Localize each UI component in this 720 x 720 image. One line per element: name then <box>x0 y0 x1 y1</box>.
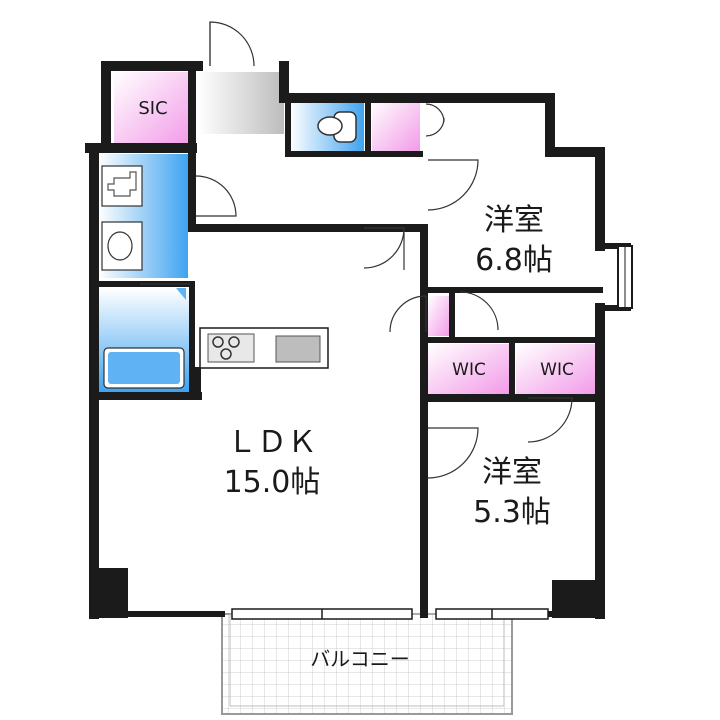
balcony-windows <box>231 608 549 620</box>
ldk-name: ＬＤＫ <box>227 425 317 460</box>
western-1-name: 洋室 <box>484 203 544 238</box>
column-se <box>552 580 604 618</box>
sic-closet <box>114 72 192 144</box>
window-east <box>617 245 633 309</box>
wic-2-label: WIC <box>540 360 574 380</box>
entrance-floor <box>198 72 284 134</box>
linen-closet <box>372 100 420 152</box>
washbasin-icon <box>101 221 143 271</box>
wic-1-closet <box>428 344 510 394</box>
western-2-name: 洋室 <box>482 455 542 490</box>
bathtub-icon <box>103 347 185 389</box>
doors <box>140 21 573 479</box>
sic-label: SIC <box>138 98 167 119</box>
western-1-size: 6.8帖 <box>475 243 553 278</box>
washing-machine-icon <box>101 165 143 207</box>
column-sw <box>90 568 128 618</box>
ldk-size: 15.0帖 <box>224 465 321 500</box>
balcony-label: バルコニー <box>310 647 410 671</box>
small-closet <box>428 296 450 336</box>
toilet-icon <box>317 111 357 143</box>
wic-1-label: WIC <box>452 360 486 380</box>
walls <box>85 61 631 619</box>
kitchen-counter <box>199 327 329 369</box>
wic-2-closet <box>516 344 598 394</box>
western-2-size: 5.3帖 <box>473 495 551 530</box>
